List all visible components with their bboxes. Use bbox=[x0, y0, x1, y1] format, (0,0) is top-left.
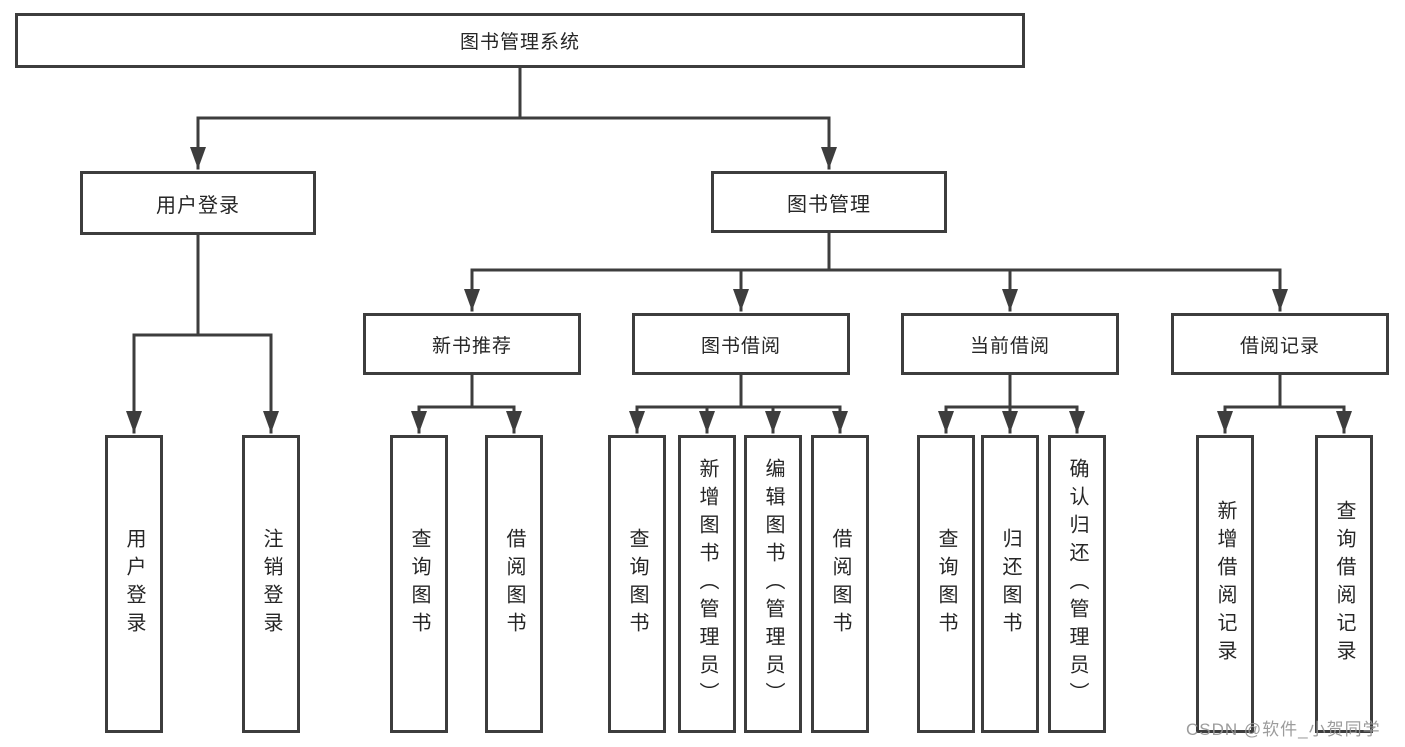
leaf-borrow-borrow-books: 借阅图书 bbox=[811, 435, 869, 733]
leaf-current-confirm-return-admin: 确认归还（管理员） bbox=[1048, 435, 1106, 733]
csdn-watermark: CSDN @软件_小贺同学 bbox=[1186, 720, 1381, 739]
node-borrow-records: 借阅记录 bbox=[1171, 313, 1389, 375]
leaf-borrow-edit-books-admin: 编辑图书（管理员） bbox=[744, 435, 802, 733]
node-user-login: 用户登录 bbox=[80, 171, 316, 235]
leaf-user-login: 用户登录 bbox=[105, 435, 163, 733]
leaf-current-query-books: 查询图书 bbox=[917, 435, 975, 733]
leaf-recommend-borrow-books: 借阅图书 bbox=[485, 435, 543, 733]
leaf-records-add-record: 新增借阅记录 bbox=[1196, 435, 1254, 733]
node-new-book-recommend: 新书推荐 bbox=[363, 313, 581, 375]
leaf-borrow-query-books: 查询图书 bbox=[608, 435, 666, 733]
leaf-logout: 注销登录 bbox=[242, 435, 300, 733]
leaf-recommend-query-books: 查询图书 bbox=[390, 435, 448, 733]
node-book-management: 图书管理 bbox=[711, 171, 947, 233]
leaf-borrow-add-books-admin: 新增图书（管理员） bbox=[678, 435, 736, 733]
leaf-records-query-record: 查询借阅记录 bbox=[1315, 435, 1373, 733]
node-book-borrow: 图书借阅 bbox=[632, 313, 850, 375]
node-current-borrow: 当前借阅 bbox=[901, 313, 1119, 375]
node-root: 图书管理系统 bbox=[15, 13, 1025, 68]
leaf-current-return-books: 归还图书 bbox=[981, 435, 1039, 733]
